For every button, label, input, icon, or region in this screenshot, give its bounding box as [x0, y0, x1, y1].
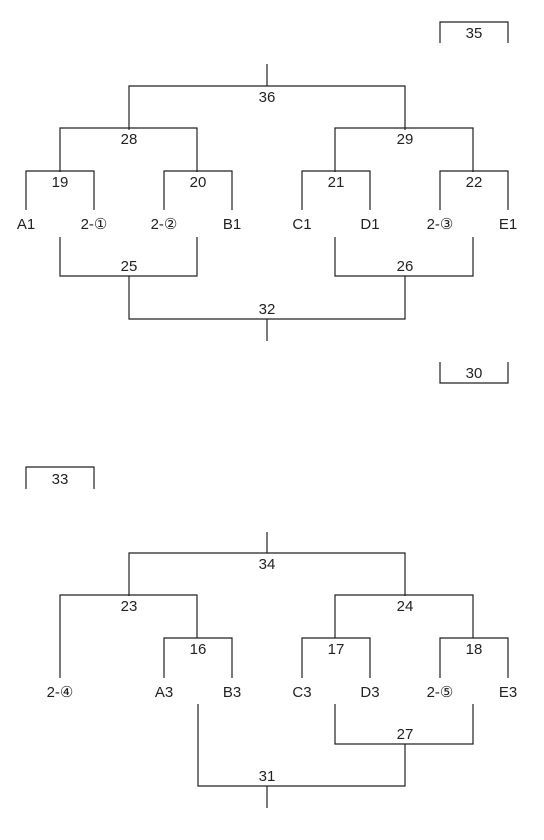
line-17 — [301, 637, 371, 678]
entrant-d1: D1 — [360, 216, 379, 233]
line-21 — [301, 170, 371, 210]
entrant-c1: C1 — [292, 216, 311, 233]
label-20: 20 — [190, 174, 207, 191]
label-33: 33 — [52, 471, 69, 488]
label-30: 30 — [466, 365, 483, 382]
entrant-a3: A3 — [155, 684, 173, 701]
label-27: 27 — [397, 726, 414, 743]
label-18: 18 — [466, 641, 483, 658]
line-24 — [334, 594, 474, 638]
label-35: 35 — [466, 25, 483, 42]
label-31: 31 — [259, 768, 276, 785]
box-33 — [25, 466, 95, 489]
box-35 — [439, 21, 509, 43]
entrant-e1: E1 — [499, 216, 517, 233]
label-17: 17 — [328, 641, 345, 658]
line-32 — [128, 276, 406, 341]
line-34 — [128, 532, 406, 596]
label-23: 23 — [121, 598, 138, 615]
label-26: 26 — [397, 258, 414, 275]
line-36 — [128, 64, 406, 130]
line-29 — [334, 127, 474, 172]
line-18 — [439, 637, 509, 678]
line-26 — [334, 237, 474, 277]
line-19 — [25, 170, 95, 210]
label-34: 34 — [259, 556, 276, 573]
entrant-b3: B3 — [223, 684, 241, 701]
label-19: 19 — [52, 174, 69, 191]
entrant-a1: A1 — [17, 216, 35, 233]
entrant-2-4: 2-④ — [47, 684, 74, 701]
label-16: 16 — [190, 641, 207, 658]
box-30 — [439, 362, 509, 384]
line-27 — [334, 704, 474, 745]
line-22 — [439, 170, 509, 210]
entrant-e3: E3 — [499, 684, 517, 701]
label-29: 29 — [397, 131, 414, 148]
label-25: 25 — [121, 258, 138, 275]
entrant-c3: C3 — [292, 684, 311, 701]
entrant-2-3: 2-③ — [427, 216, 454, 233]
entrant-2-5: 2-⑤ — [427, 684, 454, 701]
line-28 — [59, 127, 198, 172]
entrant-2-2: 2-② — [151, 216, 178, 233]
label-32: 32 — [259, 301, 276, 318]
label-21: 21 — [328, 174, 345, 191]
label-24: 24 — [397, 598, 414, 615]
line-31 — [197, 704, 406, 808]
label-28: 28 — [121, 131, 138, 148]
line-16 — [163, 637, 233, 678]
entrant-2-1: 2-① — [81, 216, 108, 233]
label-22: 22 — [466, 174, 483, 191]
label-36: 36 — [259, 89, 276, 106]
entrant-d3: D3 — [360, 684, 379, 701]
line-23 — [59, 594, 198, 678]
line-20 — [163, 170, 233, 210]
entrant-b1: B1 — [223, 216, 241, 233]
